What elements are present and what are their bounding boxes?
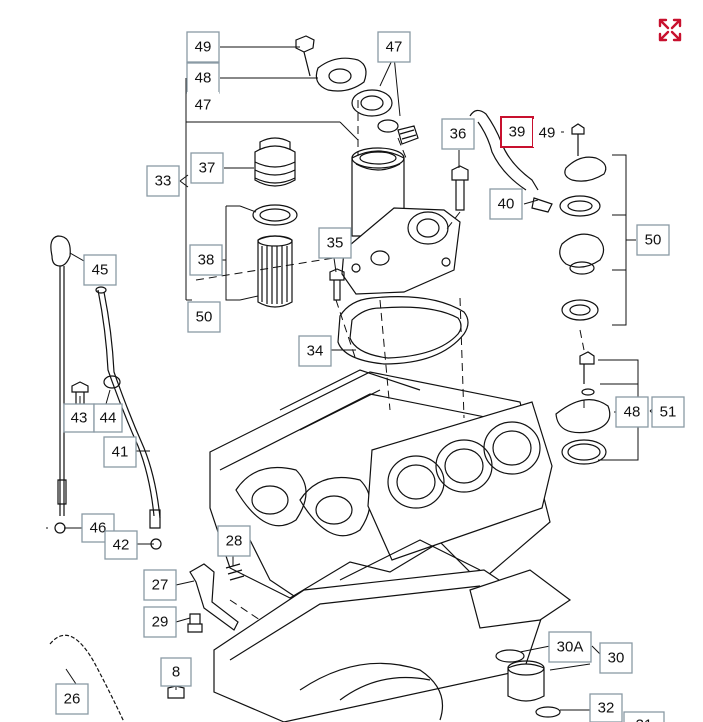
callout-50-filter-seal[interactable]: 50 bbox=[187, 301, 221, 333]
callout-8-seal-ring[interactable]: 8 bbox=[160, 657, 192, 687]
svg-text:26: 26 bbox=[64, 691, 81, 708]
callout-28-screw[interactable]: 28 bbox=[217, 525, 251, 557]
callout-34-gasket[interactable]: 34 bbox=[298, 335, 332, 367]
callout-41-guide-tube[interactable]: 41 bbox=[103, 436, 137, 468]
svg-text:36: 36 bbox=[450, 126, 467, 143]
svg-text:46: 46 bbox=[90, 520, 107, 537]
svg-text:35: 35 bbox=[327, 235, 344, 252]
callout-39-oil-return-pipe[interactable]: 39 bbox=[500, 116, 534, 148]
callout-47-seal-top[interactable]: 47 bbox=[377, 31, 411, 63]
svg-text:30: 30 bbox=[608, 650, 625, 667]
cylinder-block-part bbox=[209, 369, 553, 621]
svg-text:47: 47 bbox=[386, 39, 403, 56]
bolt-part bbox=[451, 165, 469, 211]
oil-pan-part bbox=[213, 569, 572, 722]
callout-38-filter-element[interactable]: 38 bbox=[189, 244, 223, 276]
svg-text:33: 33 bbox=[155, 173, 172, 190]
svg-text:30A: 30A bbox=[557, 639, 584, 656]
callout-42-o-ring[interactable]: 42 bbox=[104, 530, 138, 560]
callout-43-bolt[interactable]: 43 bbox=[63, 403, 95, 433]
oil-return-pipe-part bbox=[469, 109, 539, 191]
pressure-switch-part bbox=[507, 663, 545, 702]
svg-text:48: 48 bbox=[195, 70, 212, 87]
callout-50-check-valve[interactable]: 50 bbox=[636, 224, 670, 256]
bracket-part bbox=[189, 563, 239, 631]
oil-filter-element-part bbox=[252, 137, 298, 308]
callout-35-bolt[interactable]: 35 bbox=[318, 227, 352, 259]
svg-text:50: 50 bbox=[196, 309, 213, 326]
svg-text:31: 31 bbox=[636, 717, 653, 722]
callout-48-filter-cover[interactable]: 48 bbox=[186, 62, 220, 94]
engine-line-art bbox=[49, 35, 611, 722]
svg-text:48: 48 bbox=[624, 404, 641, 421]
check-valve-part bbox=[559, 123, 607, 321]
svg-text:42: 42 bbox=[113, 537, 130, 554]
svg-text:51: 51 bbox=[660, 404, 677, 421]
filter-housing-part bbox=[341, 147, 461, 295]
expand-arrows-icon bbox=[658, 18, 682, 42]
svg-text:29: 29 bbox=[152, 614, 169, 631]
svg-text:39: 39 bbox=[509, 124, 526, 141]
svg-text:43: 43 bbox=[71, 410, 88, 427]
svg-text:38: 38 bbox=[198, 252, 215, 269]
svg-text:47: 47 bbox=[195, 97, 212, 114]
svg-text:49: 49 bbox=[539, 125, 556, 142]
svg-text:44: 44 bbox=[100, 410, 117, 427]
svg-text:27: 27 bbox=[152, 577, 169, 594]
filter-cover-part bbox=[295, 35, 419, 145]
svg-text:28: 28 bbox=[226, 533, 243, 550]
svg-text:8: 8 bbox=[172, 664, 180, 681]
callout-31-partial[interactable]: 31 bbox=[623, 711, 665, 722]
callout-29-plug[interactable]: 29 bbox=[143, 606, 177, 638]
callout-48-sender[interactable]: 48 bbox=[615, 396, 649, 428]
sender-part bbox=[555, 399, 611, 434]
svg-text:41: 41 bbox=[112, 444, 129, 461]
callout-27-bracket[interactable]: 27 bbox=[143, 569, 177, 601]
callout-49-valve-bolt: 49 bbox=[533, 119, 561, 147]
svg-text:34: 34 bbox=[307, 343, 324, 360]
svg-text:49: 49 bbox=[195, 39, 212, 56]
dipstick-part bbox=[50, 235, 71, 516]
callout-32-gasket[interactable]: 32 bbox=[589, 693, 623, 722]
callout-36-bolt[interactable]: 36 bbox=[441, 118, 475, 150]
callout-45-dipstick[interactable]: 45 bbox=[83, 254, 117, 286]
drive-chain-part bbox=[49, 634, 125, 722]
callout-47-seal-left: 47 bbox=[187, 92, 219, 118]
callout-30-pressure-switch[interactable]: 30 bbox=[599, 642, 633, 674]
svg-text:32: 32 bbox=[598, 700, 615, 717]
callout-40-pipe-clip[interactable]: 40 bbox=[489, 188, 523, 220]
callouts: 49 48 47 47 33 37 38 50 36 39 49 40 50 3… bbox=[55, 31, 685, 722]
callout-51-sender-assembly[interactable]: 51 bbox=[651, 396, 685, 428]
callout-30A-seal[interactable]: 30A bbox=[548, 631, 592, 663]
svg-text:40: 40 bbox=[498, 196, 515, 213]
callout-37-filter-cap[interactable]: 37 bbox=[190, 152, 224, 184]
svg-text:45: 45 bbox=[92, 262, 109, 279]
svg-text:50: 50 bbox=[645, 232, 662, 249]
callout-33-filter-housing[interactable]: 33 bbox=[146, 165, 180, 197]
svg-text:37: 37 bbox=[199, 160, 216, 177]
callout-44-seal[interactable]: 44 bbox=[93, 403, 123, 433]
housing-gasket-part bbox=[337, 296, 469, 365]
expand-button[interactable] bbox=[652, 12, 688, 48]
callout-49-filter-cover-bolt[interactable]: 49 bbox=[186, 31, 220, 63]
callout-26-chain[interactable]: 26 bbox=[55, 683, 89, 715]
